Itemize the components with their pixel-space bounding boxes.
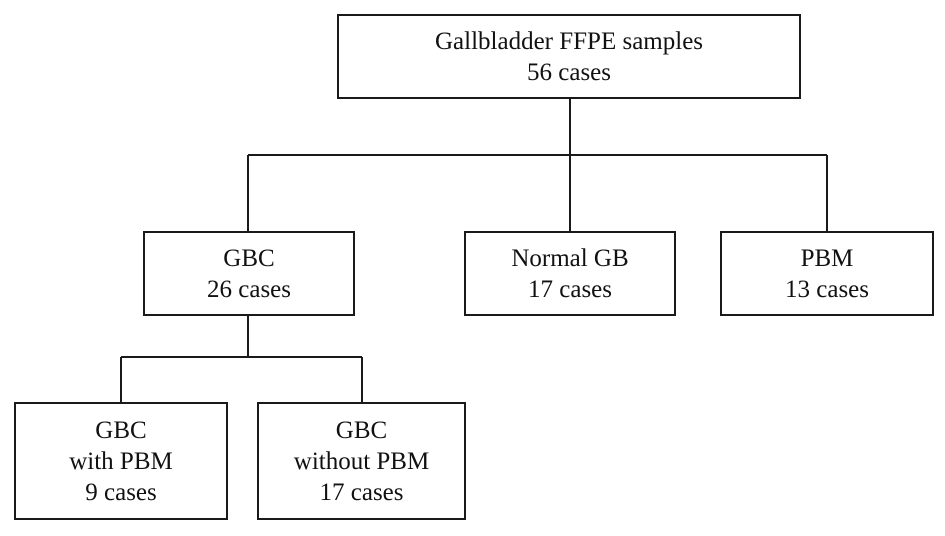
node-gbc-without-pbm: GBC without PBM 17 cases	[257, 402, 466, 520]
node-label: Normal GB	[511, 244, 629, 272]
node-pbm: PBM 13 cases	[720, 231, 934, 316]
node-count: 26 cases	[207, 275, 291, 303]
node-sublabel: with PBM	[69, 447, 173, 475]
node-label: GBC	[223, 244, 275, 272]
node-label: Gallbladder FFPE samples	[434, 27, 704, 55]
node-normal-gb: Normal GB 17 cases	[464, 231, 676, 316]
node-label: GBC	[335, 416, 388, 444]
node-count: 13 cases	[785, 275, 869, 303]
node-count: 17 cases	[319, 478, 404, 506]
node-label: PBM	[800, 244, 854, 272]
node-gallbladder-ffpe-samples: Gallbladder FFPE samples 56 cases	[337, 14, 801, 99]
node-count: 56 cases	[527, 58, 611, 86]
node-gbc: GBC 26 cases	[143, 231, 355, 316]
node-sublabel: without PBM	[293, 447, 430, 475]
node-count: 17 cases	[528, 275, 612, 303]
node-label: GBC	[95, 416, 147, 444]
node-count: 9 cases	[85, 478, 157, 506]
node-gbc-with-pbm: GBC with PBM 9 cases	[14, 402, 228, 520]
